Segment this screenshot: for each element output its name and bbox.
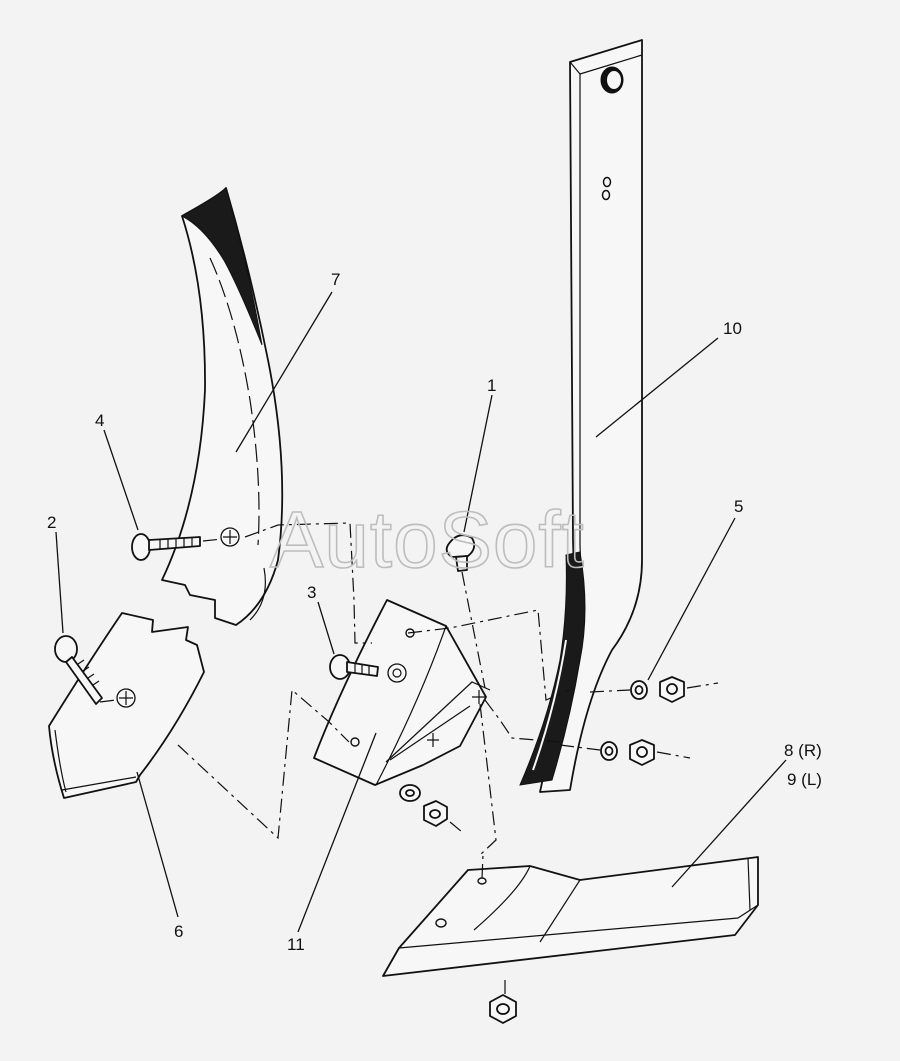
bracket-part-11 — [313, 599, 491, 786]
callout-2: 2 — [47, 513, 56, 532]
callout-5: 5 — [734, 497, 743, 516]
shank-part-10 — [519, 39, 643, 793]
callout-1: 1 — [487, 376, 496, 395]
bolt-part-4 — [131, 533, 223, 561]
callout-7: 7 — [331, 270, 340, 289]
callout-10: 10 — [723, 319, 742, 338]
bolt-part-3 — [329, 654, 379, 680]
share-nut — [489, 980, 517, 1024]
shin-part-7 — [161, 187, 284, 626]
callout-9: 9 (L) — [787, 770, 822, 789]
callout-3: 3 — [307, 583, 316, 602]
assembly-lines — [177, 522, 571, 856]
washer-nut-part-5 — [559, 676, 719, 766]
callout-8: 8 (R) — [784, 741, 822, 760]
callout-leaders — [55, 291, 787, 933]
callout-4: 4 — [95, 411, 104, 430]
callout-6: 6 — [174, 922, 183, 941]
share-part-8-9 — [382, 854, 759, 977]
bracket-washer-and-nut — [399, 784, 463, 833]
bolt-part-2 — [54, 635, 117, 705]
callout-11: 11 — [287, 935, 305, 954]
watermark: AutoSoft — [270, 495, 585, 584]
bolt-part-1 — [445, 534, 486, 689]
